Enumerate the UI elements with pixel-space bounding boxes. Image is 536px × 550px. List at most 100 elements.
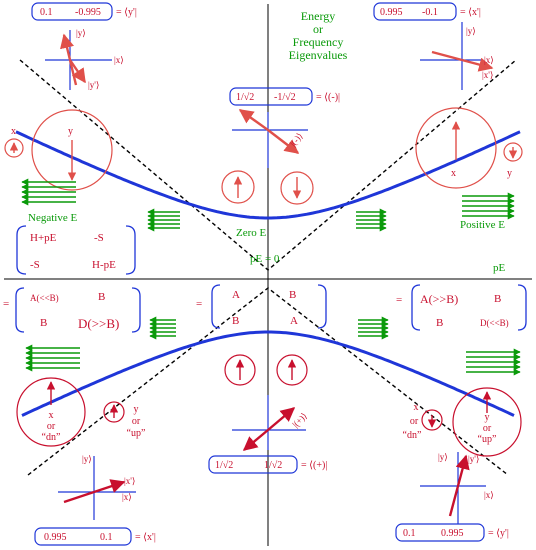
bra-value: 0.1 [40, 7, 53, 18]
pe-axis-label: pE [493, 262, 506, 274]
big-circle-label: y [68, 126, 73, 137]
ket-y-label: |y⟩ [82, 454, 92, 464]
bra-value: 1/√2 [236, 92, 254, 103]
ket-x-label: |x⟩ [484, 55, 494, 65]
bra-plus-box [208, 455, 298, 474]
bra-value: 0.995 [44, 532, 67, 543]
matrix-entry: B [232, 315, 239, 327]
plus-state-axes: |(+)⟩ [232, 395, 309, 451]
circle-label: y [485, 412, 490, 423]
matrix-entry: -S [30, 259, 40, 271]
circle-label: or [410, 416, 419, 427]
bra-value: 0.1 [100, 532, 113, 543]
upper-asymptotes [19, 59, 517, 271]
circle-label: or [483, 423, 492, 434]
bra-value: -1/√2 [274, 92, 296, 103]
lower-center-spin-circles [224, 354, 308, 386]
bra-y-prime-box [31, 2, 113, 21]
circle-label: or [47, 421, 56, 432]
ket-x-prime-label: |x'⟩ [124, 476, 135, 486]
ket-y-prime-label: |y'⟩ [468, 454, 479, 464]
ket-y-label: |y⟩ [438, 452, 448, 462]
upper-left-spin-circles: x y [4, 109, 113, 191]
title-line-1: Energy [301, 9, 335, 23]
upper-right-axes: |y⟩ |x⟩ |x'⟩ [420, 22, 494, 90]
ket-y-prime-label: |y'⟩ [88, 80, 99, 90]
matrix-entry: -S [94, 232, 104, 244]
matrix-entry: B [289, 289, 296, 301]
small-circle-label: x [11, 126, 16, 137]
matrix-entry: B [436, 317, 443, 329]
negative-e-label: Negative E [28, 212, 77, 224]
upper-field-arrows [21, 178, 515, 232]
center-matrix: A B B A [211, 284, 327, 329]
circle-label: or [132, 416, 141, 427]
upper-left-axes: |y⟩ |x⟩ |y'⟩ [45, 28, 124, 90]
eq-sign: = [3, 298, 9, 310]
ket-plus-label: |(+)⟩ [290, 411, 309, 430]
upper-eigenvalue-curve [15, 130, 521, 220]
pe-zero-label: pE = 0 [250, 253, 280, 265]
matrix-entry: H-pE [92, 259, 116, 271]
matrix-entry: D(>>B) [78, 316, 119, 331]
right-matrix: A(>>B) B B D(<<B) [411, 284, 527, 331]
circle-label: y [134, 404, 139, 415]
bra-x-prime-box [34, 527, 132, 546]
ket-x-label: |x⟩ [114, 55, 124, 65]
lower-field-arrows [25, 316, 521, 376]
lower-right-axes: |y⟩ |y'⟩ |x⟩ [420, 452, 494, 524]
ket-y-label: |y⟩ [466, 26, 476, 36]
upper-right-spin-circles: x y [415, 107, 523, 189]
ket-x-label: |x⟩ [484, 490, 494, 500]
circle-label: x [414, 402, 419, 413]
lower-left-spin-circles: x or “dn” y or “up” [16, 377, 146, 447]
matrix-entry: A(<<B) [30, 293, 59, 303]
circle-label: “up” [127, 428, 146, 439]
circle-label: x [49, 410, 54, 421]
bra-label: = ⟨y'| [116, 7, 137, 18]
hamiltonian-matrix: H+pE -S -S H-pE [16, 225, 136, 275]
matrix-entry: A(>>B) [420, 292, 458, 306]
eq-sign: = [196, 298, 202, 310]
circle-label: “dn” [42, 432, 61, 443]
lower-right-spin-circles: x or “dn” y or “up” [403, 387, 522, 457]
ket-y-label: |y⟩ [76, 28, 86, 38]
title-line-2: or [313, 22, 323, 36]
eq-sign: = [396, 294, 402, 306]
matrix-entry: A [290, 315, 298, 327]
matrix-entry: B [40, 317, 47, 329]
circle-label: “dn” [403, 430, 422, 441]
matrix-entry: B [98, 291, 105, 303]
matrix-entry: H+pE [30, 232, 57, 244]
minus-state-axes: |(-)⟩ [232, 109, 308, 168]
bra-value: -0.1 [422, 7, 438, 18]
lower-eigenvalue-curve [21, 330, 515, 417]
bra-value: 1/√2 [264, 460, 282, 471]
bra-minus-box [229, 87, 313, 106]
ket-x-label: |x⟩ [122, 492, 132, 502]
bra-value: -0.995 [75, 7, 101, 18]
ket-x-prime-label: |x'⟩ [482, 70, 493, 80]
matrix-entry: A [232, 289, 240, 301]
lower-asymptotes [27, 287, 509, 476]
zero-e-label: Zero E [236, 227, 267, 239]
title-line-3: Frequency [293, 35, 344, 49]
small-circle-label: y [507, 168, 512, 179]
bra-label: = ⟨x'| [135, 532, 156, 543]
big-circle-label: x [451, 168, 456, 179]
matrix-entry: B [494, 293, 501, 305]
bra-value: 1/√2 [215, 460, 233, 471]
positive-e-label: Positive E [460, 219, 505, 231]
bra-value: 0.995 [380, 7, 403, 18]
upper-center-spin-circles [221, 170, 314, 205]
bra-value: 0.1 [403, 528, 416, 539]
bra-label: = ⟨y'| [488, 528, 509, 539]
left-matrix: = A(<<B) B B D(>>B) [3, 287, 141, 333]
circle-label: “up” [478, 434, 497, 445]
bra-label: = ⟨(-)| [316, 92, 340, 103]
bra-label: = ⟨x'| [460, 7, 481, 18]
bra-x-prime-box [373, 2, 457, 21]
title-line-4: Eigenvalues [289, 48, 348, 62]
